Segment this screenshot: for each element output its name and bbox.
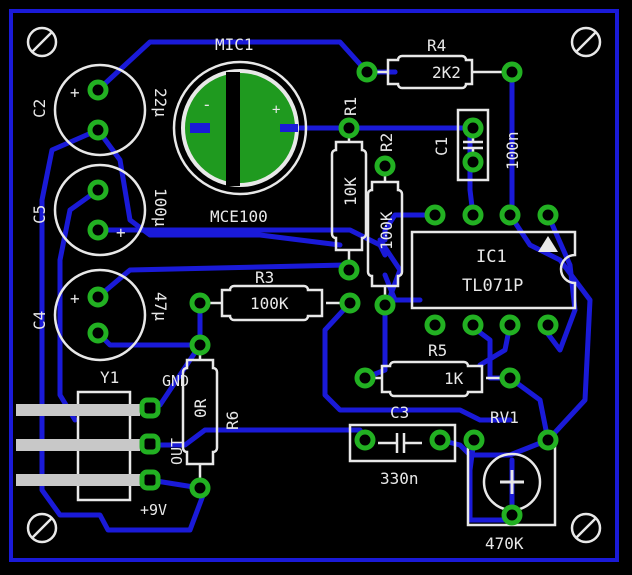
- y1-supply-label: +9V: [140, 501, 167, 519]
- r4-ref: R4: [427, 36, 446, 55]
- pad: [87, 179, 109, 201]
- rv1-value: 470K: [485, 534, 524, 553]
- c3-value: 330n: [380, 469, 419, 488]
- pad: [537, 429, 559, 451]
- c1-ref: C1: [432, 137, 451, 156]
- c4-plus: +: [70, 289, 80, 308]
- pad: [462, 204, 484, 226]
- pad: [501, 504, 523, 526]
- r5-value: 1K: [444, 369, 464, 388]
- c3-ref: C3: [390, 403, 409, 422]
- pad: [462, 117, 484, 139]
- c5-plus: +: [116, 223, 126, 242]
- y1-out-label: OUT: [168, 438, 186, 465]
- pad: [139, 397, 161, 419]
- c2-plus: +: [70, 83, 80, 102]
- r3-ref: R3: [255, 268, 274, 287]
- pad: [354, 429, 376, 451]
- pad: [424, 204, 446, 226]
- mounting-holes: [26, 26, 602, 544]
- pad: [339, 292, 361, 314]
- mic-plus: +: [272, 102, 280, 118]
- pad: [139, 433, 161, 455]
- pad: [424, 314, 446, 336]
- c4-value: 47µ: [151, 292, 170, 321]
- pad: [189, 477, 211, 499]
- mic-ref: MIC1: [215, 35, 254, 54]
- pad: [87, 119, 109, 141]
- c4-outline: [53, 268, 147, 362]
- c2-outline: [53, 63, 147, 157]
- r5-body: [380, 360, 484, 398]
- pad: [87, 322, 109, 344]
- c4-ref: C4: [30, 311, 49, 330]
- y1-ref: Y1: [100, 368, 119, 387]
- y1-gnd-label: GND: [162, 372, 189, 390]
- pad: [463, 429, 485, 451]
- pad: [499, 314, 521, 336]
- y1-connector: [16, 390, 140, 502]
- r1-value: 10K: [341, 177, 360, 206]
- pad: [139, 469, 161, 491]
- pad: [462, 314, 484, 336]
- pad: [429, 429, 451, 451]
- rv1-ref: RV1: [490, 408, 519, 427]
- mounting-hole-top-left: [26, 26, 58, 58]
- mounting-hole-bottom-right: [570, 512, 602, 544]
- mic-minus: -: [202, 95, 212, 114]
- pad: [499, 204, 521, 226]
- c5-value: 100µ: [151, 188, 170, 227]
- pin1-marker-icon: [538, 236, 558, 252]
- ic1-package: [410, 230, 577, 310]
- pad: [499, 367, 521, 389]
- r6-value: 0R: [191, 398, 210, 418]
- c1-value: 100n: [503, 131, 522, 170]
- r6-ref: R6: [223, 411, 242, 430]
- r1-ref: R1: [341, 97, 360, 116]
- pad: [537, 204, 559, 226]
- pad: [338, 259, 360, 281]
- pads: [87, 61, 559, 526]
- r3-body: [220, 284, 324, 322]
- r5-ref: R5: [428, 341, 447, 360]
- ic1-value: TL071P: [462, 276, 523, 296]
- r2-ref: R2: [377, 133, 396, 152]
- r3-value: 100K: [250, 294, 289, 313]
- pad: [356, 61, 378, 83]
- mounting-hole-top-right: [570, 26, 602, 58]
- c3-body: [348, 423, 457, 463]
- mic-value: MCE100: [210, 207, 268, 226]
- c2-value: 22µ: [151, 88, 170, 117]
- pad: [189, 334, 211, 356]
- r2-body: [366, 180, 404, 288]
- r4-value: 2K2: [432, 63, 461, 82]
- ic1-ref: IC1: [476, 247, 507, 267]
- pad: [338, 117, 360, 139]
- pad: [374, 155, 396, 177]
- pad: [354, 367, 376, 389]
- pad: [87, 79, 109, 101]
- pad: [501, 61, 523, 83]
- r6-body: [181, 358, 219, 466]
- r2-value: 100K: [377, 211, 396, 250]
- pad: [87, 219, 109, 241]
- mounting-hole-bottom-left: [26, 512, 58, 544]
- board-outline: [9, 9, 619, 562]
- pad: [537, 314, 559, 336]
- pad: [374, 294, 396, 316]
- pad: [87, 286, 109, 308]
- c2-ref: C2: [30, 99, 49, 118]
- r1-body: [330, 140, 368, 252]
- pad: [462, 151, 484, 173]
- r4-body: [386, 54, 474, 90]
- mic-outline: [172, 60, 308, 196]
- pad: [189, 292, 211, 314]
- c5-outline: [53, 163, 147, 257]
- c5-ref: C5: [30, 205, 49, 224]
